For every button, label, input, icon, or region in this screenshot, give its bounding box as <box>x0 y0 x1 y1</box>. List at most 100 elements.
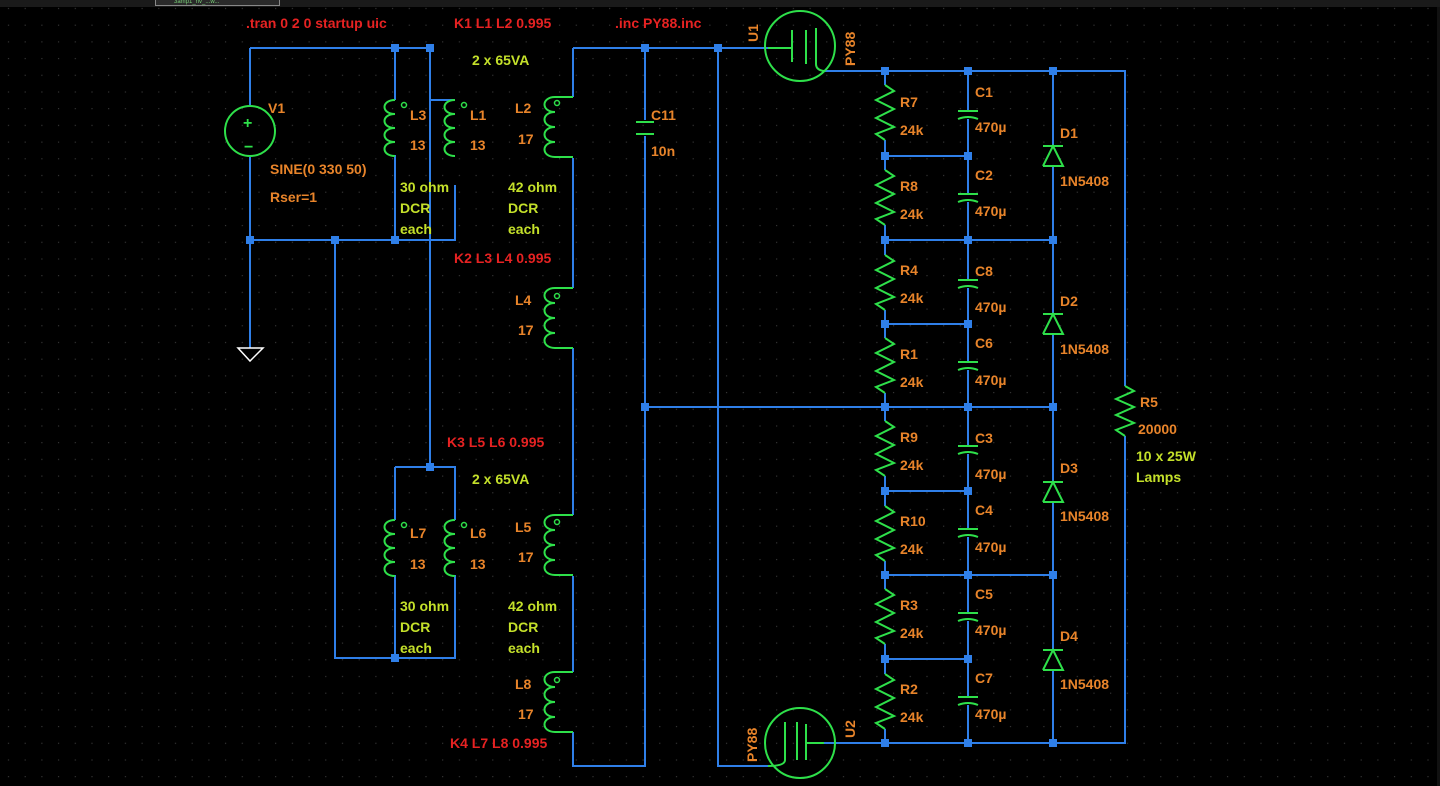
component-name[interactable]: V1 <box>268 100 285 116</box>
component-name[interactable]: C8 <box>975 263 993 279</box>
voltage-source-v1[interactable]: + − <box>224 105 276 157</box>
component-value[interactable]: 17 <box>518 322 534 338</box>
component-name[interactable]: C5 <box>975 586 993 602</box>
component-value[interactable]: 13 <box>410 137 426 153</box>
component-name[interactable]: R1 <box>900 346 918 362</box>
component-value[interactable]: 1N5408 <box>1060 508 1109 524</box>
component-value[interactable]: 1N5408 <box>1060 676 1109 692</box>
component-name[interactable]: L4 <box>515 292 532 308</box>
dcr-note[interactable]: each <box>508 640 540 656</box>
component-value[interactable]: 24k <box>900 541 924 557</box>
transformer-rating-note[interactable]: 2 x 65VA <box>472 471 529 487</box>
component-name[interactable]: C1 <box>975 84 993 100</box>
component-value[interactable]: 470µ <box>975 372 1006 388</box>
component-value[interactable]: 470µ <box>975 203 1006 219</box>
dcr-note[interactable]: 30 ohm <box>400 179 449 195</box>
component-name[interactable]: R7 <box>900 94 918 110</box>
dcr-note[interactable]: each <box>508 221 540 237</box>
load-note[interactable]: 10 x 25W <box>1136 448 1197 464</box>
capacitors[interactable] <box>636 110 979 706</box>
component-value[interactable]: PY88 <box>842 32 858 66</box>
component-value[interactable]: 24k <box>900 457 924 473</box>
component-value[interactable]: 17 <box>518 706 534 722</box>
component-value[interactable]: 470µ <box>975 539 1006 555</box>
component-name[interactable]: D3 <box>1060 460 1078 476</box>
component-value[interactable]: 20000 <box>1138 421 1177 437</box>
resistors[interactable] <box>873 84 1137 730</box>
component-value[interactable]: 470µ <box>975 706 1006 722</box>
component-value[interactable]: PY88 <box>744 728 760 762</box>
component-name[interactable]: L7 <box>410 525 427 541</box>
component-value[interactable]: 24k <box>900 290 924 306</box>
component-value[interactable]: 17 <box>518 549 534 565</box>
component-value[interactable]: 13 <box>410 556 426 572</box>
component-value[interactable]: 17 <box>518 131 534 147</box>
component-name[interactable]: L6 <box>470 525 487 541</box>
dcr-note[interactable]: each <box>400 640 432 656</box>
dcr-note[interactable]: each <box>400 221 432 237</box>
component-name[interactable]: R5 <box>1140 394 1158 410</box>
dcr-note[interactable]: DCR <box>508 200 538 216</box>
dcr-note[interactable]: 42 ohm <box>508 598 557 614</box>
inductor-coils[interactable] <box>383 96 574 733</box>
component-name[interactable]: C3 <box>975 430 993 446</box>
component-value[interactable]: 470µ <box>975 119 1006 135</box>
component-value[interactable]: 24k <box>900 709 924 725</box>
component-value[interactable]: 24k <box>900 625 924 641</box>
component-name[interactable]: C11 <box>651 107 676 123</box>
component-value[interactable]: 13 <box>470 556 486 572</box>
component-name[interactable]: U2 <box>842 720 858 738</box>
ground-icon[interactable] <box>236 347 265 363</box>
component-value[interactable]: 470µ <box>975 466 1006 482</box>
component-value[interactable]: 24k <box>900 122 924 138</box>
component-name[interactable]: L5 <box>515 519 532 535</box>
component-value[interactable]: 470µ <box>975 622 1006 638</box>
component-value[interactable]: SINE(0 330 50) <box>270 161 367 177</box>
coupling-directive[interactable]: K1 L1 L2 0.995 <box>454 15 551 31</box>
component-name[interactable]: R10 <box>900 513 926 529</box>
component-name[interactable]: D4 <box>1060 628 1078 644</box>
component-value[interactable]: 1N5408 <box>1060 173 1109 189</box>
coupling-directive[interactable]: K2 L3 L4 0.995 <box>454 250 551 266</box>
component-name[interactable]: R3 <box>900 597 918 613</box>
load-note[interactable]: Lamps <box>1136 469 1181 485</box>
component-name[interactable]: R8 <box>900 178 918 194</box>
component-name[interactable]: R4 <box>900 262 918 278</box>
component-name[interactable]: D1 <box>1060 125 1078 141</box>
diodes[interactable] <box>1042 143 1065 671</box>
dcr-note[interactable]: DCR <box>400 200 430 216</box>
component-name[interactable]: L2 <box>515 100 532 116</box>
component-name[interactable]: U1 <box>745 24 761 42</box>
component-name[interactable]: R9 <box>900 429 918 445</box>
transformer-rating-note[interactable]: 2 x 65VA <box>472 52 529 68</box>
component-value[interactable]: Rser=1 <box>270 189 317 205</box>
component-name[interactable]: R2 <box>900 681 918 697</box>
dcr-note[interactable]: 42 ohm <box>508 179 557 195</box>
tube-u1[interactable] <box>764 10 836 82</box>
component-name[interactable]: L1 <box>470 107 487 123</box>
component-name[interactable]: C7 <box>975 670 993 686</box>
component-name[interactable]: L3 <box>410 107 427 123</box>
component-name[interactable]: C2 <box>975 167 993 183</box>
spice-directive[interactable]: .inc PY88.inc <box>615 15 702 31</box>
dcr-note[interactable]: DCR <box>400 619 430 635</box>
coupling-directive[interactable]: K3 L5 L6 0.995 <box>447 434 544 450</box>
component-value[interactable]: 24k <box>900 206 924 222</box>
component-name[interactable]: L8 <box>515 676 532 692</box>
coupling-directive[interactable]: K4 L7 L8 0.995 <box>450 735 547 751</box>
tab-schematic[interactable]: 3amp1_hv_...w... <box>155 0 280 6</box>
component-value[interactable]: 470µ <box>975 299 1006 315</box>
spice-directive[interactable]: .tran 0 2 0 startup uic <box>246 15 387 31</box>
component-value[interactable]: 13 <box>470 137 486 153</box>
component-name[interactable]: C6 <box>975 335 993 351</box>
component-name[interactable]: D2 <box>1060 293 1078 309</box>
vertical-scrollbar[interactable] <box>1437 7 1440 786</box>
component-value[interactable]: 1N5408 <box>1060 341 1109 357</box>
component-value[interactable]: 24k <box>900 374 924 390</box>
dcr-note[interactable]: 30 ohm <box>400 598 449 614</box>
component-value[interactable]: 10n <box>651 143 675 159</box>
dcr-note[interactable]: DCR <box>508 619 538 635</box>
component-name[interactable]: C4 <box>975 502 993 518</box>
tube-u2[interactable] <box>764 707 836 779</box>
schematic-canvas[interactable]: + − <box>0 7 1437 786</box>
